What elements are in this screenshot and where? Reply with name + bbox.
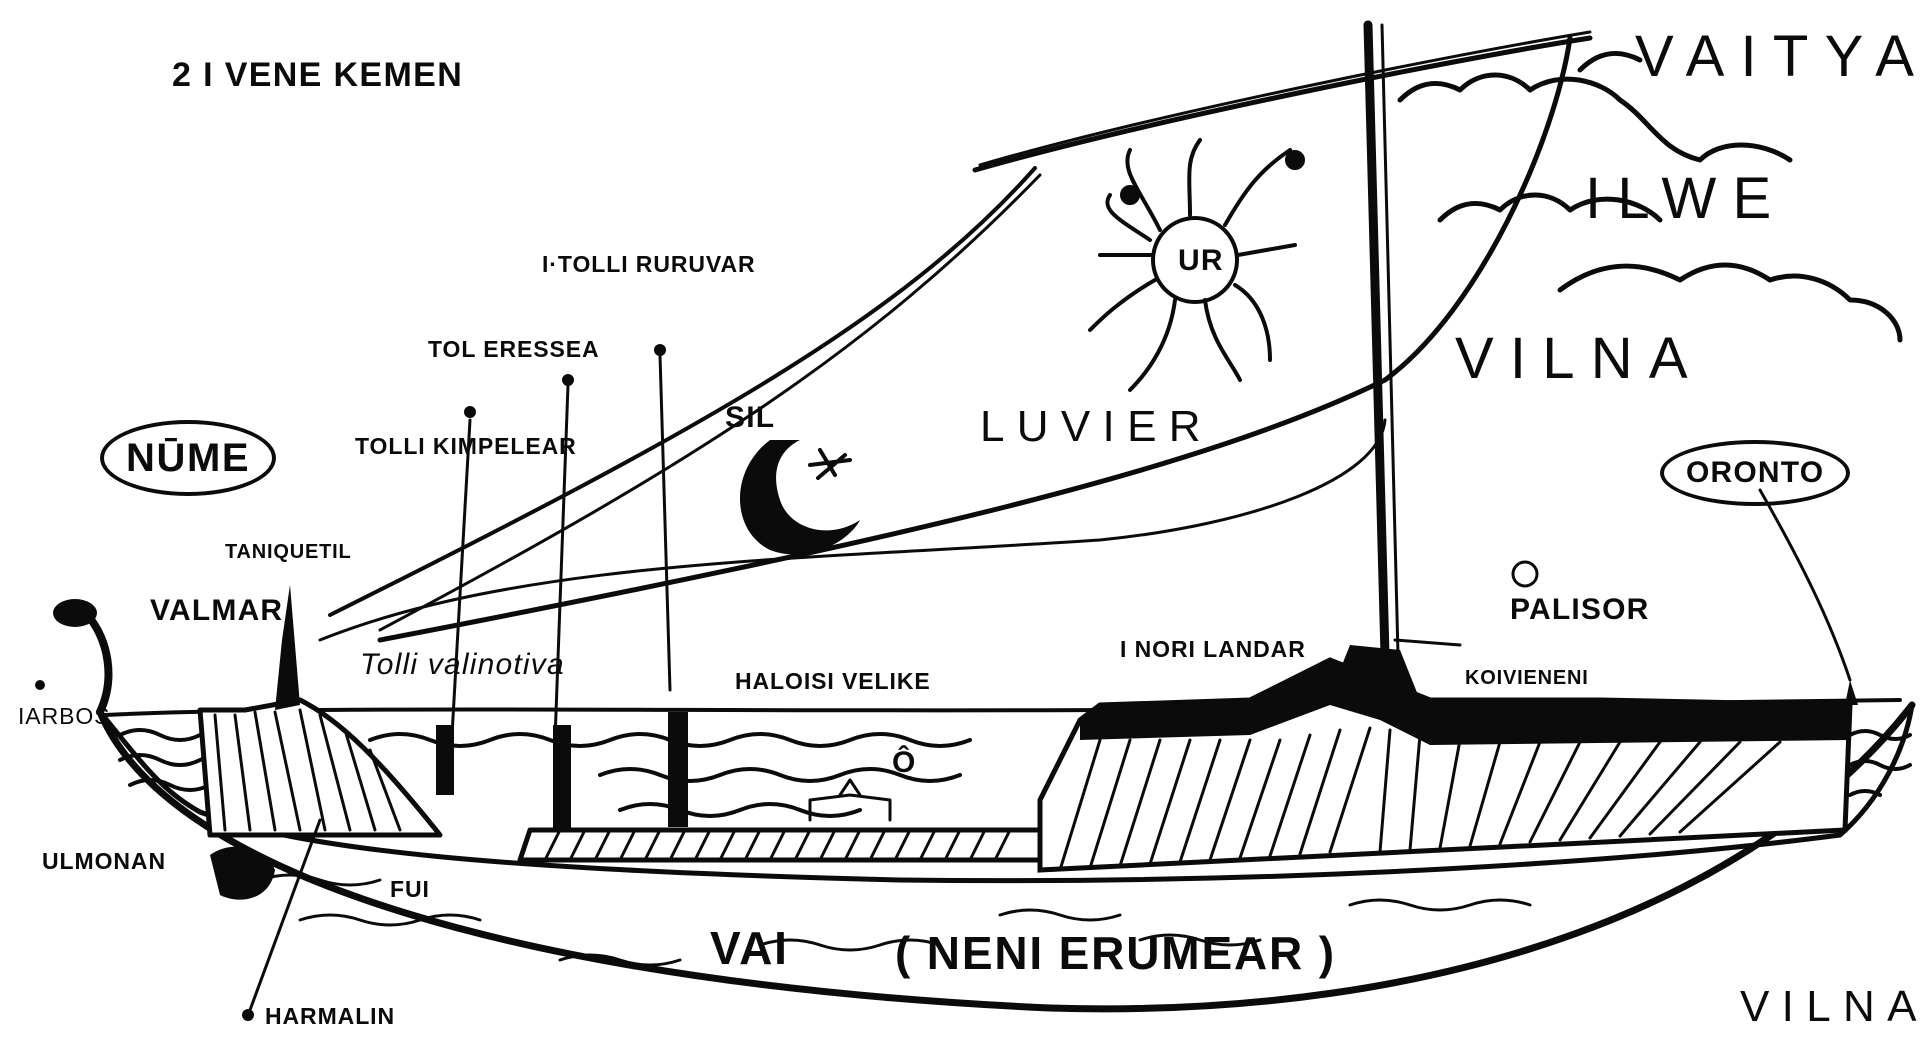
label-haloisi-velike: HALOISI VELIKE — [735, 668, 931, 694]
ship-mast — [1363, 20, 1400, 660]
label-o-mark: Ô — [892, 746, 917, 779]
label-tolli-ruruvar: I·TOLLI RURUVAR — [542, 251, 756, 277]
label-nume: NŪME — [100, 420, 277, 496]
star-icon — [808, 448, 852, 480]
label-neni-erumear: ( NENI ERUMEAR ) — [895, 927, 1336, 979]
hull-waves — [258, 873, 1532, 967]
clouds — [1397, 50, 1903, 343]
label-koivieneni: KOIVIENENI — [1465, 667, 1589, 689]
star-markers — [35, 344, 666, 1021]
label-fui: FUI — [390, 876, 430, 902]
label-tolli-kimpelear: TOLLI KIMPELEAR — [355, 433, 577, 459]
eastern-land — [1037, 645, 1858, 873]
label-valmar: VALMAR — [150, 594, 284, 627]
label-ur: UR — [1178, 244, 1224, 277]
small-building — [808, 778, 892, 822]
label-vai: VAI — [710, 922, 789, 974]
label-oronto: ORONTO — [1660, 440, 1851, 506]
map-title: 2 I VENE KEMEN — [172, 56, 464, 94]
moon — [740, 440, 860, 555]
label-palisor: PALISOR — [1510, 593, 1650, 626]
middle-land — [517, 827, 1043, 863]
ship-prow — [53, 599, 113, 716]
label-iarbos: IARBOS — [18, 703, 111, 729]
label-tolli-valinotiva: Tolli valinotiva — [360, 648, 565, 681]
sun — [1088, 138, 1305, 392]
label-ilwe: ILWE — [1585, 166, 1788, 231]
label-sil: SIL — [725, 401, 776, 434]
label-ulmonan: ULMONAN — [42, 848, 166, 874]
label-tol-eressea: TOL ERESSEA — [428, 336, 600, 362]
label-taniquetil: TANIQUETIL — [225, 541, 352, 563]
label-vaitya: VAITYA — [1635, 24, 1925, 89]
label-luvier: LUVIER — [980, 402, 1213, 451]
western-land — [197, 697, 443, 838]
sail — [318, 30, 1593, 643]
towers — [436, 712, 688, 830]
label-harmalin: HARMALIN — [265, 1003, 396, 1029]
ulmonan-mass — [210, 846, 275, 900]
palisor-ring — [1511, 560, 1539, 588]
label-vilna-sky: VILNA — [1455, 326, 1704, 391]
label-i-nori-landar: I NORI LANDAR — [1120, 636, 1306, 662]
pointer-lines — [248, 353, 1852, 1012]
label-vilna-bottom: VILNA — [1740, 982, 1925, 1031]
taniquetil-peak — [275, 585, 300, 710]
